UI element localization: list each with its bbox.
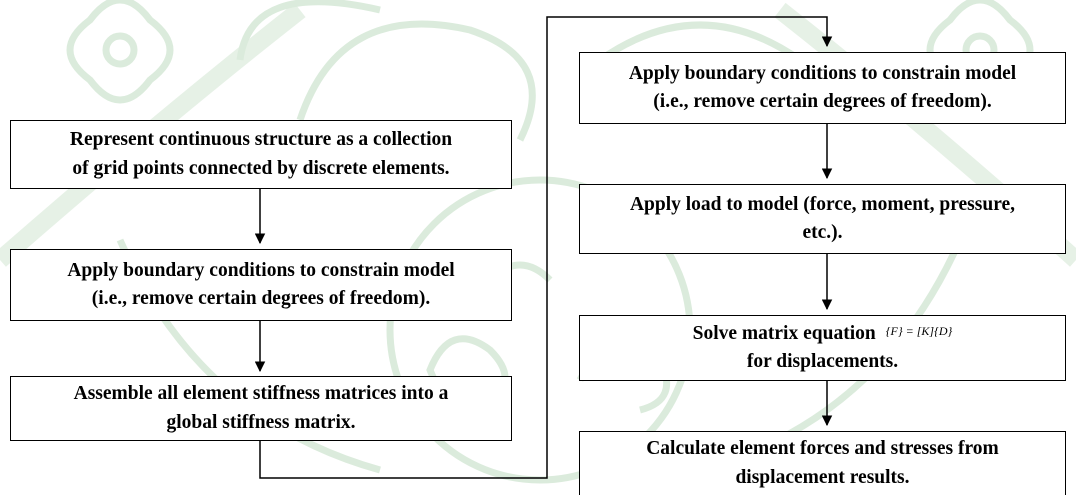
step-text-line: Represent continuous structure as a coll… [69, 129, 453, 151]
step-solve-matrix-equation: Solve matrix equation {F} = [K]{D} for di… [579, 315, 1066, 381]
step-apply-load: Apply load to model (force, moment, pres… [579, 184, 1066, 254]
step-text-line: etc.). [802, 222, 843, 243]
step-apply-boundary-conditions-left: Apply boundary conditions to constrain m… [10, 249, 512, 321]
step-text-line: of grid points connected by discrete ele… [72, 157, 450, 179]
step-text-line: (i.e., remove certain degrees of freedom… [653, 91, 992, 112]
solve-label: Solve matrix equation [692, 322, 876, 344]
step-apply-boundary-conditions-right: Apply boundary conditions to constrain m… [579, 52, 1066, 124]
step-text-line: Assemble all element stiffness matrices … [73, 383, 449, 405]
step-text-line: Solve matrix equation {F} = [K]{D} [693, 320, 953, 348]
step-represent-structure: Represent continuous structure as a coll… [10, 120, 512, 189]
step-text-line: global stiffness matrix. [166, 411, 356, 433]
arrow-left-to-right-connector [259, 16, 833, 479]
step-text-line: displacement results. [735, 466, 910, 488]
step-calculate-forces-stresses: Calculate element forces and stresses fr… [579, 431, 1066, 495]
step-assemble-stiffness: Assemble all element stiffness matrices … [10, 376, 512, 441]
step-text-line: (i.e., remove certain degrees of freedom… [91, 288, 431, 309]
step-text-line: Apply load to model (force, moment, pres… [629, 193, 1016, 215]
step-text-line: Apply boundary conditions to constrain m… [67, 259, 455, 281]
step-text-line: Apply boundary conditions to constrain m… [628, 62, 1017, 84]
step-text-line: for displacements. [746, 351, 899, 372]
matrix-equation: {F} = [K]{D} [885, 323, 953, 338]
step-text-line: Calculate element forces and stresses fr… [646, 438, 999, 460]
